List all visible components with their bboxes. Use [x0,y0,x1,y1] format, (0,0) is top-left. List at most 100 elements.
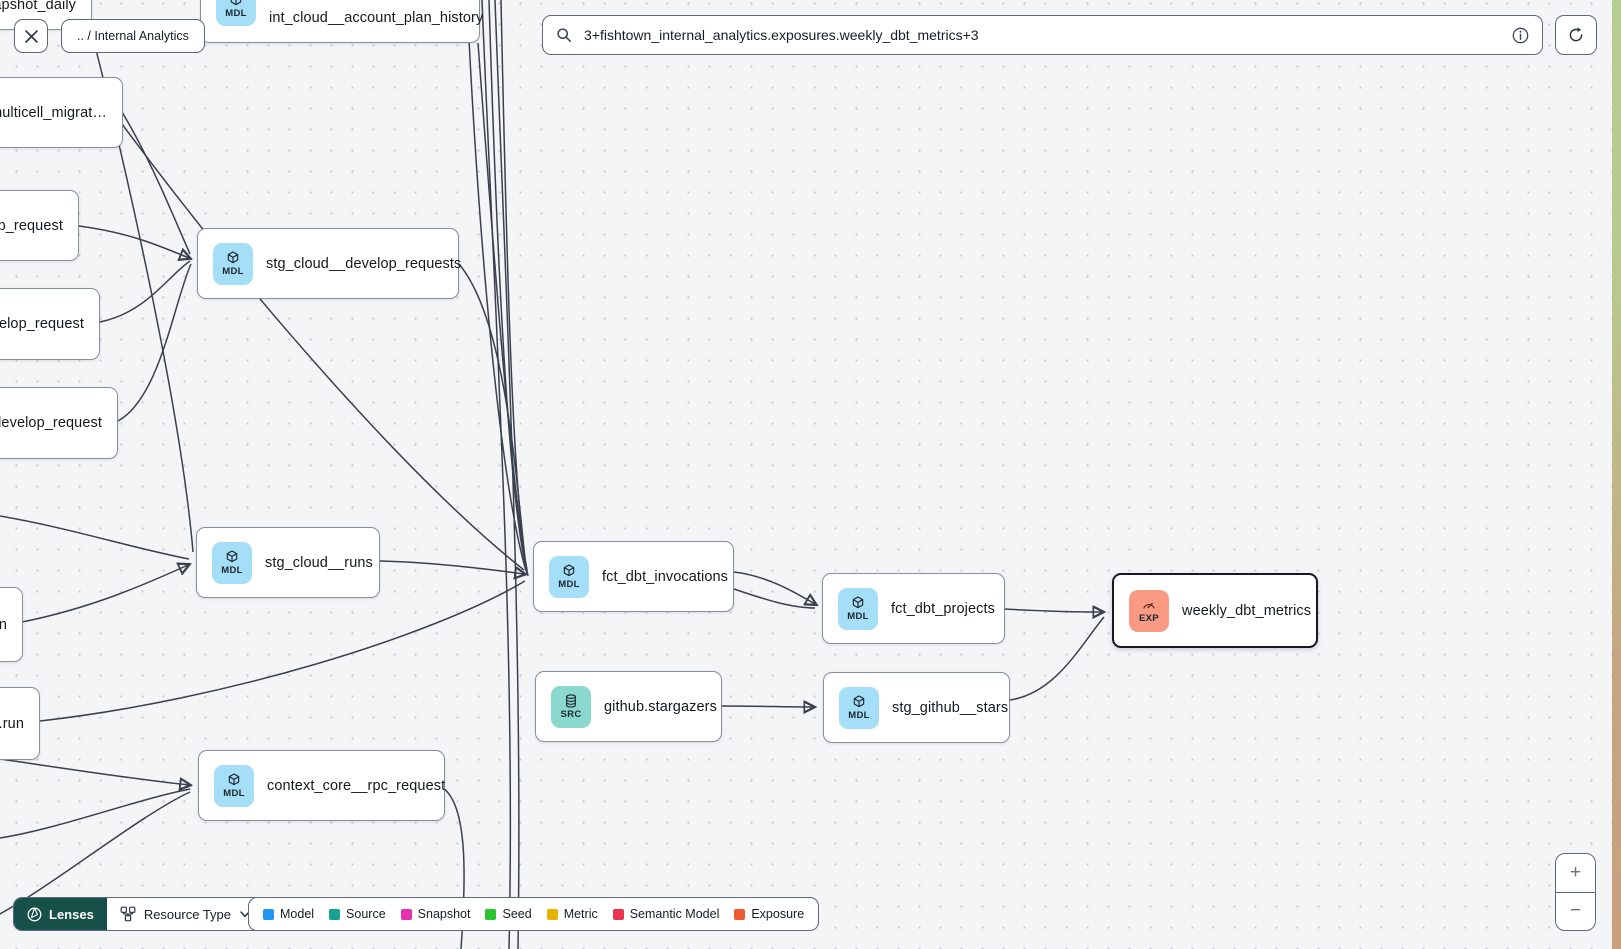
legend-label: Snapshot [417,907,471,921]
node-label: n [0,616,7,633]
node-label: stg_cloud__runs [265,554,373,571]
info-icon[interactable] [1512,27,1529,44]
graph-node-n-node[interactable]: MDLn [0,587,23,662]
node-label: .run [0,715,24,732]
legend-swatch [612,908,624,920]
node-label: weekly_dbt_metrics [1182,602,1312,619]
legend-label: Source [346,907,386,921]
graph-node-fct-dbt-invocations[interactable]: MDL fct_dbt_invocations [533,541,734,612]
refresh-icon [1569,27,1583,42]
legend-item-exposure: Exposure [734,907,804,921]
node-label: velop_request [0,316,84,332]
badge-code: MDL [221,565,243,577]
model-icon [563,564,575,577]
legend-label: Exposure [751,907,805,921]
search-bar[interactable] [542,15,1543,55]
lens-controls: Lenses Resource Type [13,897,266,931]
badge-code: SRC [560,709,582,721]
graph-node-weekly-dbt-metrics[interactable]: EXP weekly_dbt_metrics [1112,573,1318,648]
graph-node-stg-cloud-develop-requests[interactable]: MDL stg_cloud__develop_requests [197,228,462,299]
model-badge: MDL [838,587,878,630]
model-badge: MDL [212,541,252,584]
legend-label: Semantic Model [629,907,720,921]
model-badge: MDL [213,242,253,285]
search-icon [557,28,572,43]
legend-label: Seed [502,907,532,921]
resource-type-legend: Model Source Snapshot Seed Metric Semantic Mo… [248,897,820,931]
source-badge: SRC [551,685,591,728]
close-icon [24,29,38,43]
node-label: stg_github__stars [892,699,1009,716]
badge-code: MDL [847,611,869,623]
graph-node-develop-request[interactable]: MDL.develop_request [0,387,118,459]
badge-code: EXP [1139,613,1159,625]
model-icon [852,596,864,609]
legend-swatch [485,908,497,920]
legend-swatch [263,908,274,920]
model-icon [230,0,242,5]
node-label: fct_dbt_invocations [602,568,729,585]
lens-icon [27,907,42,921]
zoom-controls: + − [1555,853,1596,931]
edges [0,0,1104,949]
zoom-in-label: + [1569,861,1582,883]
legend-swatch [400,908,412,920]
model-icon [226,550,238,563]
legend-label: Metric [563,907,598,921]
node-label: int_cloud__account_plan_history [269,10,484,26]
refresh-button[interactable] [1555,15,1597,55]
graph-node-fct-dbt-projects[interactable]: MDL fct_dbt_projects [822,573,1005,644]
zoom-in-button[interactable]: + [1556,854,1595,893]
search-input[interactable] [582,26,1502,44]
resource-type-label: Resource Type [143,906,232,922]
legend-label: Model [280,907,315,921]
model-icon [228,773,240,786]
graph-node-stg-github-stars[interactable]: MDL stg_github__stars [823,672,1010,743]
breadcrumb[interactable]: .. / Internal Analytics [61,19,205,53]
badge-code: MDL [848,710,870,722]
graph-node-context-core-rpc-request[interactable]: MDL context_core__rpc_request [198,750,445,821]
resource-type-icon [120,906,136,922]
legend-item-model: Model [263,907,314,921]
badge-code: MDL [558,579,580,591]
breadcrumb-label: .. / Internal Analytics [77,29,189,43]
graph-node-stg-cloud-runs[interactable]: MDL stg_cloud__runs [196,527,380,598]
model-icon [227,251,239,264]
zoom-out-button[interactable]: − [1556,893,1595,931]
model-badge: MDL [216,0,256,26]
graph-node-velop-request[interactable]: MDLvelop_request [0,288,100,360]
model-badge: MDL [549,555,589,598]
graph-node-int-cloud-account-plan-history[interactable]: MDL int_cloud__account_plan_history [200,0,484,43]
graph-node-multicell-migrat[interactable]: MDLmulticell_migrat… [0,77,123,148]
node-label: stg_cloud__develop_requests [266,255,462,272]
model-badge: MDL [214,764,254,807]
node-label: p_request [0,217,63,234]
close-button[interactable] [14,19,48,53]
legend-item-semantic-model: Semantic Model [612,907,720,921]
graph-node-p-request[interactable]: MDLp_request [0,190,79,261]
exposure-icon [1143,603,1155,609]
model-icon [853,695,865,708]
lenses-label: Lenses [49,906,94,922]
node-label: multicell_migrat… [0,104,107,121]
zoom-out-label: − [1569,900,1582,922]
node-label: context_core__rpc_request [267,777,446,794]
source-icon [566,694,576,708]
legend-item-metric: Metric [546,907,598,921]
lenses-button[interactable]: Lenses [14,898,107,930]
model-badge: MDL [839,686,879,729]
node-label: github.stargazers [604,698,717,715]
node-label: snapshot_daily [0,0,76,13]
legend-item-snapshot: Snapshot [400,907,471,921]
graph-node-github-stargazers[interactable]: SRC github.stargazers [535,671,722,742]
legend-swatch [734,908,746,920]
legend-item-seed: Seed [485,907,532,921]
badge-code: MDL [222,266,244,278]
graph-node-run-node[interactable]: MDL.run [0,687,40,760]
badge-code: MDL [225,7,247,19]
legend-swatch [546,908,558,920]
chevron-down-icon [240,911,250,918]
resource-type-button[interactable]: Resource Type [106,898,265,930]
node-label: fct_dbt_projects [891,600,995,617]
